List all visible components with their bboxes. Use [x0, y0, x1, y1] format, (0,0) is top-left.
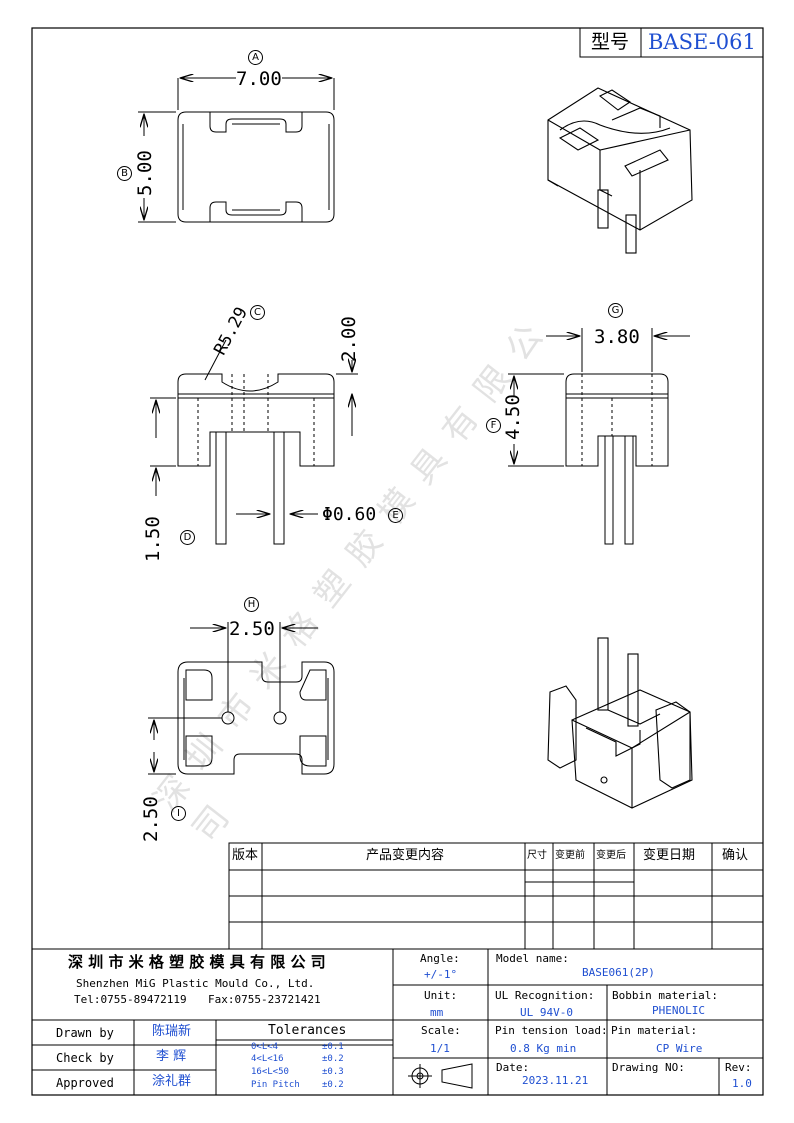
bottom-view: [148, 622, 335, 775]
check-by-label: Check by: [56, 1051, 114, 1065]
dim-a-marker: A: [248, 50, 263, 65]
company-name-en: Shenzhen MiG Plastic Mould Co., Ltd.: [76, 977, 315, 990]
rev-label: Rev:: [725, 1061, 752, 1074]
check-by-name: 李 辉: [156, 1049, 187, 1064]
date-value: 2023.11.21: [522, 1074, 589, 1087]
dim-a-value: 7.00: [236, 68, 282, 90]
dim-b-marker: B: [117, 166, 132, 181]
title-block: [32, 948, 763, 1095]
dim-f-value: 4.50: [502, 394, 524, 440]
scale-label: Scale:: [421, 1024, 461, 1037]
bobbin-label: Bobbin material:: [612, 989, 718, 1002]
rev-header-date: 变更日期: [643, 848, 696, 863]
rev-header-before: 变更前: [555, 850, 585, 861]
ul-value: UL 94V-0: [520, 1006, 573, 1019]
dim-g-marker: G: [608, 303, 623, 318]
company-fax: Fax:0755-23721421: [208, 993, 321, 1006]
pin-tension-value: 0.8 Kg min: [510, 1042, 577, 1055]
side-view: [508, 328, 690, 545]
unit-value: mm: [430, 1006, 444, 1019]
tolerances-title: Tolerances: [268, 1023, 347, 1038]
tol-range-4: Pin Pitch: [251, 1080, 300, 1090]
iso-view-top: [547, 87, 693, 254]
approved-label: Approved: [56, 1076, 114, 1090]
dim-i-marker: I: [171, 806, 186, 821]
dim-c-marker: C: [250, 305, 265, 320]
bobbin-value: PHENOLIC: [652, 1004, 705, 1017]
dim-top-height-value: 2.00: [338, 316, 360, 362]
model-name-label: Model name:: [496, 952, 569, 965]
rev-header-after: 变更后: [596, 850, 626, 861]
dim-e-marker: E: [388, 508, 403, 523]
pin-tension-label: Pin tension load:: [495, 1024, 608, 1037]
drawn-by-name: 陈瑞新: [152, 1024, 192, 1039]
unit-label: Unit:: [424, 989, 458, 1002]
tol-range-1: 0<L<4: [251, 1042, 279, 1052]
pin-material-label: Pin material:: [611, 1024, 698, 1037]
revision-table: [228, 842, 764, 950]
rev-value: 1.0: [732, 1077, 752, 1090]
approved-name: 涂礼群: [152, 1074, 192, 1089]
dim-h-value: 2.50: [229, 618, 275, 640]
tol-value-4: ±0.2: [322, 1080, 344, 1090]
drawing-no-label: Drawing NO:: [612, 1061, 685, 1074]
pin-material-value: CP Wire: [656, 1042, 703, 1055]
scale-value: 1/1: [430, 1042, 450, 1055]
tol-value-3: ±0.3: [322, 1067, 344, 1077]
rev-header-version: 版本: [232, 848, 259, 863]
dim-f-marker: F: [486, 418, 501, 433]
tol-value-1: ±0.1: [322, 1042, 344, 1052]
dim-h-marker: H: [244, 597, 259, 612]
angle-value: +/-1°: [424, 968, 458, 981]
iso-view-bottom: [547, 637, 693, 809]
front-view: [150, 339, 358, 545]
model-label: 型号: [591, 31, 630, 53]
dim-i-value: 2.50: [140, 796, 162, 842]
angle-label: Angle:: [420, 952, 460, 965]
model-box: [579, 27, 764, 58]
tol-range-3: 16<L<50: [251, 1067, 289, 1077]
tol-range-2: 4<L<16: [251, 1054, 284, 1064]
dim-d-marker: D: [180, 530, 195, 545]
dim-e-value: Φ0.60: [322, 504, 377, 525]
date-label: Date:: [496, 1061, 530, 1074]
company-tel: Tel:0755-89472119: [74, 993, 187, 1006]
company-name-cn: 深 圳 市 米 格 塑 胶 模 具 有 限 公 司: [68, 953, 326, 971]
dim-b-value: 5.00: [134, 150, 156, 196]
tol-value-2: ±0.2: [322, 1054, 344, 1064]
rev-header-confirm: 确认: [722, 848, 749, 863]
top-view: [138, 78, 335, 223]
drawn-by-label: Drawn by: [56, 1026, 114, 1040]
model-value: BASE-061: [648, 30, 756, 54]
rev-header-size: 尺寸: [527, 850, 547, 861]
sheet-border: [31, 27, 764, 1096]
dim-g-value: 3.80: [594, 326, 640, 348]
rev-header-content: 产品变更内容: [366, 848, 445, 863]
model-name-value: BASE061(2P): [582, 966, 655, 979]
dim-d-value: 1.50: [142, 516, 164, 562]
ul-label: UL Recognition:: [495, 989, 595, 1002]
